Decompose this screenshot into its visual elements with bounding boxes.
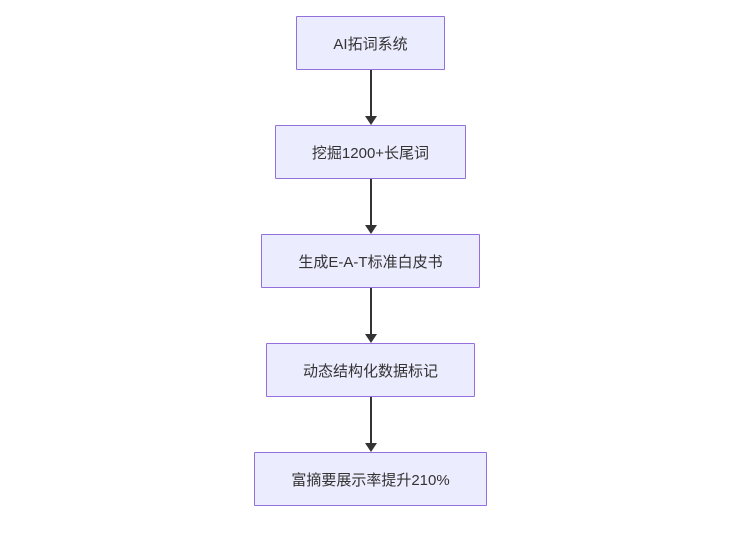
- arrow-down-4: [364, 397, 377, 452]
- flow-node-eat-whitepaper: 生成E-A-T标准白皮书: [261, 234, 480, 288]
- arrow-down-2: [364, 179, 377, 234]
- flow-node-rich-snippet-result: 富摘要展示率提升210%: [254, 452, 487, 506]
- flowchart: AI拓词系统 挖掘1200+长尾词 生成E-A-T标准白皮书 动态结构化数据标记…: [6, 16, 729, 506]
- arrow-shaft: [369, 288, 372, 334]
- arrow-shaft: [369, 70, 372, 116]
- flow-node-ai-system: AI拓词系统: [296, 16, 445, 70]
- arrowhead-icon: [364, 443, 377, 452]
- arrowhead-icon: [364, 116, 377, 125]
- arrow-down-3: [364, 288, 377, 343]
- arrow-shaft: [369, 179, 372, 225]
- arrow-shaft: [369, 397, 372, 443]
- arrow-down-1: [364, 70, 377, 125]
- arrowhead-icon: [364, 225, 377, 234]
- arrowhead-icon: [364, 334, 377, 343]
- flow-node-structured-data: 动态结构化数据标记: [265, 343, 475, 397]
- flow-node-longtail-words: 挖掘1200+长尾词: [274, 125, 467, 179]
